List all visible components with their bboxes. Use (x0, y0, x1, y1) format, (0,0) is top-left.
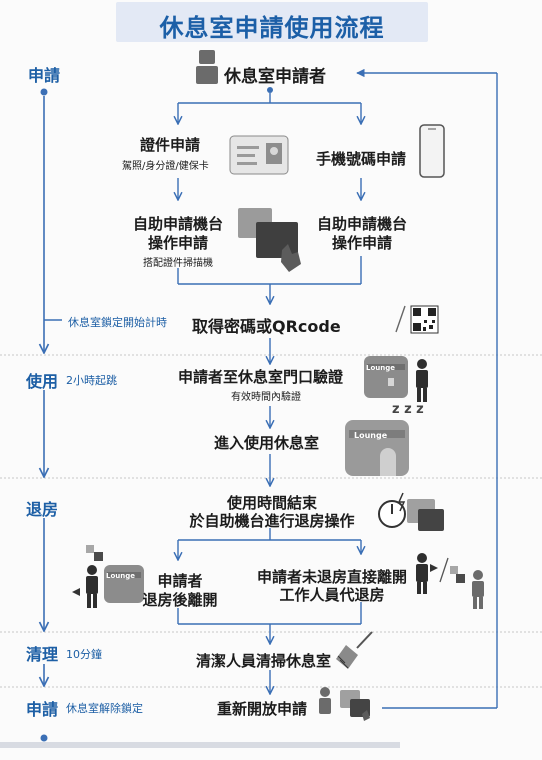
title-band (116, 2, 428, 42)
step-kiosk2-line2: 操作申請 (331, 234, 392, 252)
lounge-sign-3: Lounge (106, 572, 135, 580)
stage-use-note: 2小時起跳 (66, 374, 117, 387)
zzz-text: z z z (392, 402, 424, 417)
step-kiosk2-line1: 自助申請機台 (316, 215, 407, 233)
bottom-strip (0, 742, 400, 748)
step-verify: 申請者至休息室門口驗證 (178, 368, 344, 386)
step-get-code: 取得密碼或QRcode (192, 317, 341, 336)
step-kiosk-scanner: 搭配證件掃描機 (143, 258, 213, 269)
stage-clean: 清理 (26, 645, 59, 664)
step-cleaning: 清潔人員清掃休息室 (196, 652, 332, 670)
step-time-up-line1: 使用時間結束 (226, 494, 317, 512)
smartphone-icon (419, 124, 445, 178)
id-card-icon (229, 135, 289, 175)
step-kiosk-line1: 自助申請機台 (132, 215, 223, 233)
stage-checkout: 退房 (26, 500, 59, 519)
step-enter: 進入使用休息室 (214, 434, 320, 452)
step-staff-line2: 工作人員代退房 (279, 586, 385, 604)
step-leave-line2: 退房後離開 (142, 591, 218, 609)
stage-apply: 申請 (28, 66, 61, 85)
staff-checkout-icon (416, 553, 484, 609)
step-staff-line1: 申請者未退房直接離開 (257, 568, 408, 586)
password-qrcode-icon (395, 305, 439, 334)
lounge-door-verify-icon (364, 356, 428, 402)
lounge-sign-2: Lounge (354, 431, 388, 440)
step-kiosk-line2: 操作申請 (147, 234, 208, 252)
timeline (41, 88, 62, 742)
lounge-sleeping-icon (345, 420, 409, 476)
step-reopen: 重新開放申請 (217, 700, 308, 718)
broom-icon (336, 631, 373, 669)
page-title: 休息室申請使用流程 (159, 14, 385, 42)
reopen-kiosk-icon (319, 687, 370, 721)
stage-lock-note: 休息室鎖定開始計時 (68, 316, 167, 329)
time-up-kiosk-icon (378, 492, 444, 531)
step-applicant: 休息室申請者 (224, 67, 326, 87)
step-verify-note: 有效時間內驗證 (231, 392, 301, 403)
step-id-apply: 證件申請 (140, 136, 201, 154)
touch-screen-icon (238, 208, 301, 272)
step-time-up-line2: 於自助機台進行退房操作 (189, 512, 355, 530)
step-leave-line1: 申請者 (157, 572, 203, 590)
applicant-leave-icon (72, 545, 144, 608)
stage-reapply-note: 休息室解除鎖定 (66, 702, 143, 715)
stage-clean-note: 10分鐘 (66, 648, 102, 661)
applicant-person-icon (196, 50, 218, 84)
stage-reapply: 申請 (26, 700, 59, 719)
step-id-types: 駕照/身分證/健保卡 (122, 161, 209, 172)
step-phone-apply: 手機號碼申請 (316, 150, 407, 168)
lounge-sign-1: Lounge (366, 364, 395, 372)
stage-use: 使用 (26, 372, 59, 391)
flow-connectors (178, 68, 498, 709)
